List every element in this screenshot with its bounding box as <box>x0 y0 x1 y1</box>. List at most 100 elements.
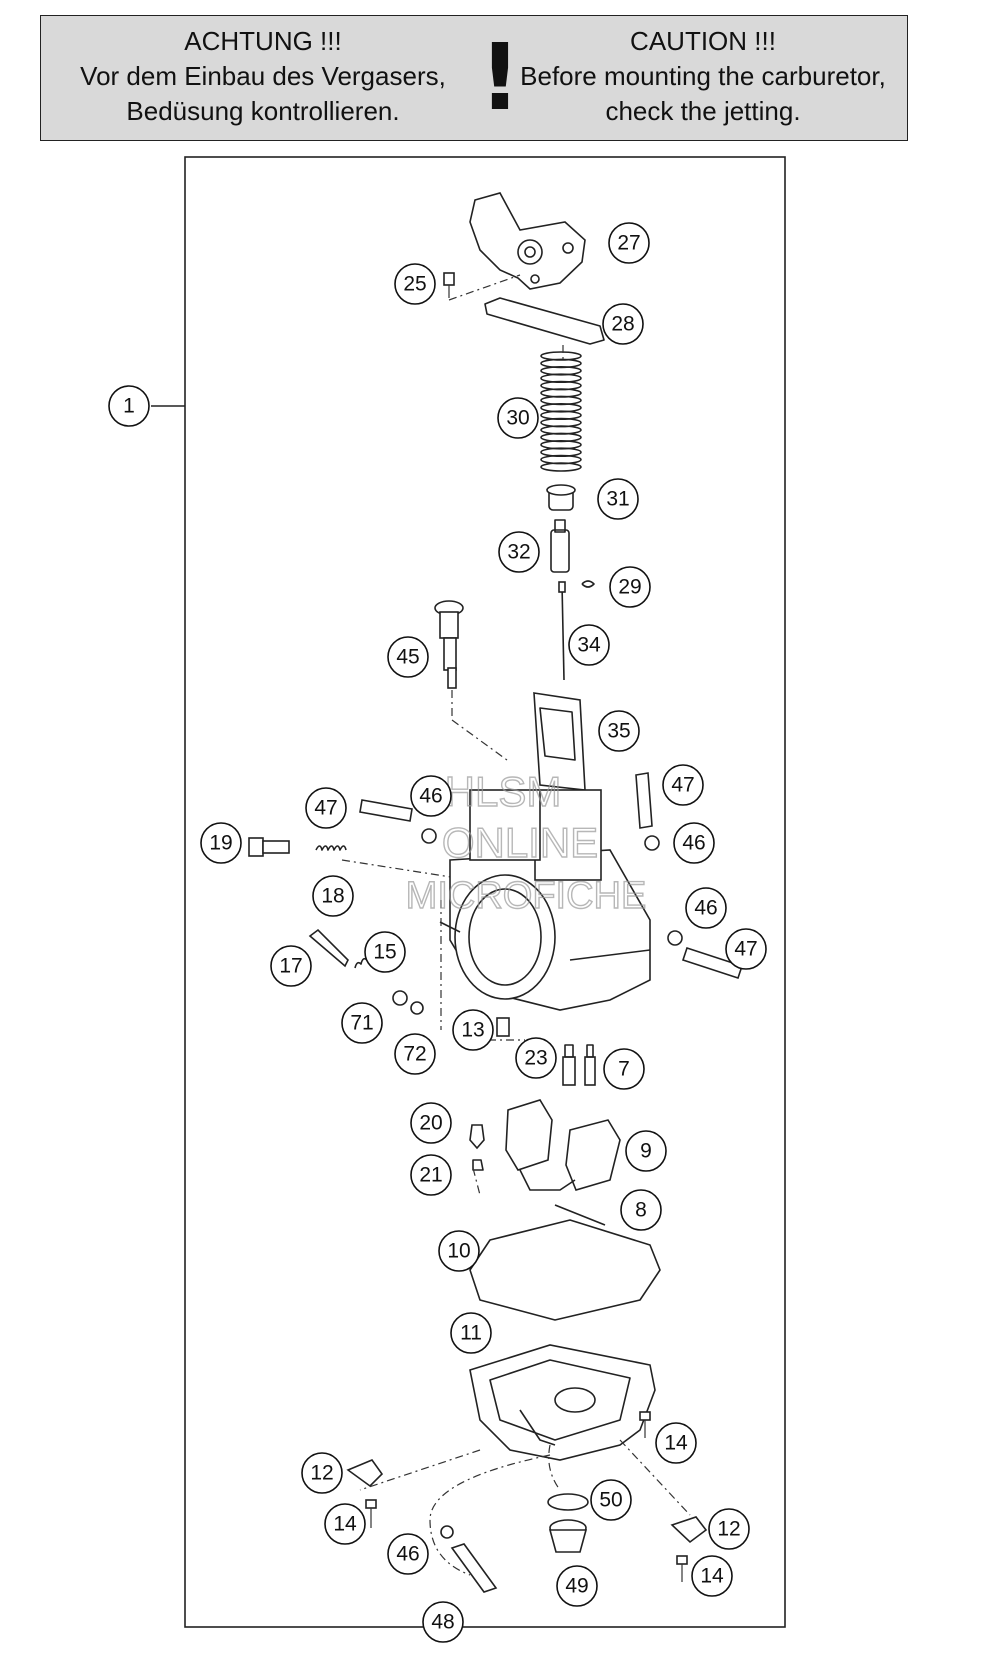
part-9-float <box>505 1099 621 1191</box>
callout-28: 28 <box>602 303 644 345</box>
part-28-gasket <box>484 297 605 345</box>
callout-49: 49 <box>556 1565 598 1607</box>
callout-29: 29 <box>609 566 651 608</box>
callout-12-right: 12 <box>708 1508 750 1550</box>
callout-23: 23 <box>515 1037 557 1079</box>
callout-30: 30 <box>497 397 539 439</box>
callout-47-left: 47 <box>305 787 347 829</box>
part-14-screw-a <box>639 1411 651 1438</box>
part-30-spring <box>540 351 582 472</box>
caution-german-line2: Bedüsung kontrollieren. <box>126 96 400 126</box>
callout-11: 11 <box>450 1312 492 1354</box>
callout-50: 50 <box>590 1479 632 1521</box>
part-18-spring <box>315 845 471 881</box>
part-14-screw-c <box>676 1555 688 1582</box>
part-20-float-needle <box>469 1124 485 1150</box>
callout-12-left: 12 <box>301 1452 343 1494</box>
svg-text:30: 30 <box>506 407 529 430</box>
part-12-plate-b <box>670 1516 708 1544</box>
caution-german-line1: Vor dem Einbau des Vergasers, <box>80 61 446 91</box>
part-12-plate-a <box>346 1459 384 1488</box>
callout-34: 34 <box>568 624 610 666</box>
callout-32: 32 <box>498 531 540 573</box>
svg-text:13: 13 <box>461 1019 484 1042</box>
svg-text:20: 20 <box>419 1112 442 1135</box>
callout-8: 8 <box>620 1189 662 1231</box>
svg-text:46: 46 <box>419 785 442 808</box>
part-27-top-cover <box>469 192 586 290</box>
svg-text:47: 47 <box>734 938 757 961</box>
part-29-clip <box>581 580 595 588</box>
part-14-screw-b <box>365 1499 377 1528</box>
part-72-o-ring <box>410 1001 424 1015</box>
svg-text:50: 50 <box>599 1489 622 1512</box>
callout-10: 10 <box>438 1230 480 1272</box>
svg-text:35: 35 <box>607 720 630 743</box>
svg-text:9: 9 <box>640 1140 652 1163</box>
svg-text:12: 12 <box>717 1518 740 1541</box>
svg-text:32: 32 <box>507 541 530 564</box>
callout-35: 35 <box>598 710 640 752</box>
part-11-float-bowl <box>469 1344 656 1461</box>
caution-english-line1: Before mounting the carburetor, <box>520 61 886 91</box>
caution-german-title: ACHTUNG !!! <box>184 26 342 56</box>
svg-text:27: 27 <box>617 232 640 255</box>
part-23-main-jet <box>562 1044 576 1086</box>
caution-banner: ACHTUNG !!! Vor dem Einbau des Vergasers… <box>40 15 908 141</box>
callout-71: 71 <box>341 1002 383 1044</box>
part-7-pilot-jet <box>584 1044 596 1086</box>
callout-13: 13 <box>452 1009 494 1051</box>
svg-text:10: 10 <box>447 1240 470 1263</box>
svg-text:15: 15 <box>373 941 396 964</box>
svg-text:46: 46 <box>396 1543 419 1566</box>
svg-text:1: 1 <box>123 395 135 418</box>
svg-text:34: 34 <box>577 634 601 657</box>
caution-english-title: CAUTION !!! <box>630 26 776 56</box>
caution-german: ACHTUNG !!! Vor dem Einbau des Vergasers… <box>49 24 477 129</box>
callout-31: 31 <box>597 478 639 520</box>
part-47-vent-hose-right-top <box>635 772 653 829</box>
callout-18: 18 <box>312 875 354 917</box>
svg-text:7: 7 <box>618 1058 630 1081</box>
svg-text:17: 17 <box>279 955 302 978</box>
svg-text:14: 14 <box>333 1513 357 1536</box>
watermark-line3: MICROFICHE <box>406 875 647 917</box>
callout-27: 27 <box>608 222 650 264</box>
svg-text:45: 45 <box>396 646 419 669</box>
part-48-overflow-hose <box>450 1543 498 1593</box>
svg-text:48: 48 <box>431 1611 454 1634</box>
part-34-jet-needle <box>558 581 566 681</box>
watermark-line1: HLSM <box>445 768 562 815</box>
svg-text:31: 31 <box>606 488 629 511</box>
svg-text:71: 71 <box>350 1012 373 1035</box>
svg-text:25: 25 <box>403 273 426 296</box>
callout-21: 21 <box>410 1154 452 1196</box>
callout-47-right-bottom: 47 <box>725 928 767 970</box>
part-47-vent-hose-left <box>359 799 413 822</box>
caution-english-line2: check the jetting. <box>605 96 801 126</box>
part-13-jet <box>496 1017 510 1037</box>
part-46-clamp-c <box>667 930 683 946</box>
callout-20: 20 <box>410 1102 452 1144</box>
callout-46-right-top: 46 <box>673 822 715 864</box>
part-49-drain-plug <box>548 1519 588 1553</box>
svg-text:19: 19 <box>209 832 232 855</box>
svg-text:29: 29 <box>618 576 641 599</box>
part-47-vent-hose-right-bottom <box>681 946 744 980</box>
spring-coil <box>540 462 582 472</box>
part-46-clamp-b <box>644 835 660 851</box>
callout-46-bottom: 46 <box>387 1533 429 1575</box>
part-8-float-pin <box>554 1204 606 1226</box>
svg-text:14: 14 <box>700 1565 724 1588</box>
svg-text:12: 12 <box>310 1462 333 1485</box>
callout-19: 19 <box>200 822 242 864</box>
callout-15: 15 <box>364 931 406 973</box>
watermark: HLSM ONLINE MICROFICHE <box>405 767 647 917</box>
part-25-screw <box>443 272 521 301</box>
svg-text:11: 11 <box>460 1322 482 1345</box>
part-50-o-ring <box>547 1493 589 1511</box>
part-19-screw <box>248 837 290 857</box>
callout-17: 17 <box>270 945 312 987</box>
callout-14-bottom-right: 14 <box>691 1555 733 1597</box>
part-45-idle-adjuster <box>434 600 508 761</box>
